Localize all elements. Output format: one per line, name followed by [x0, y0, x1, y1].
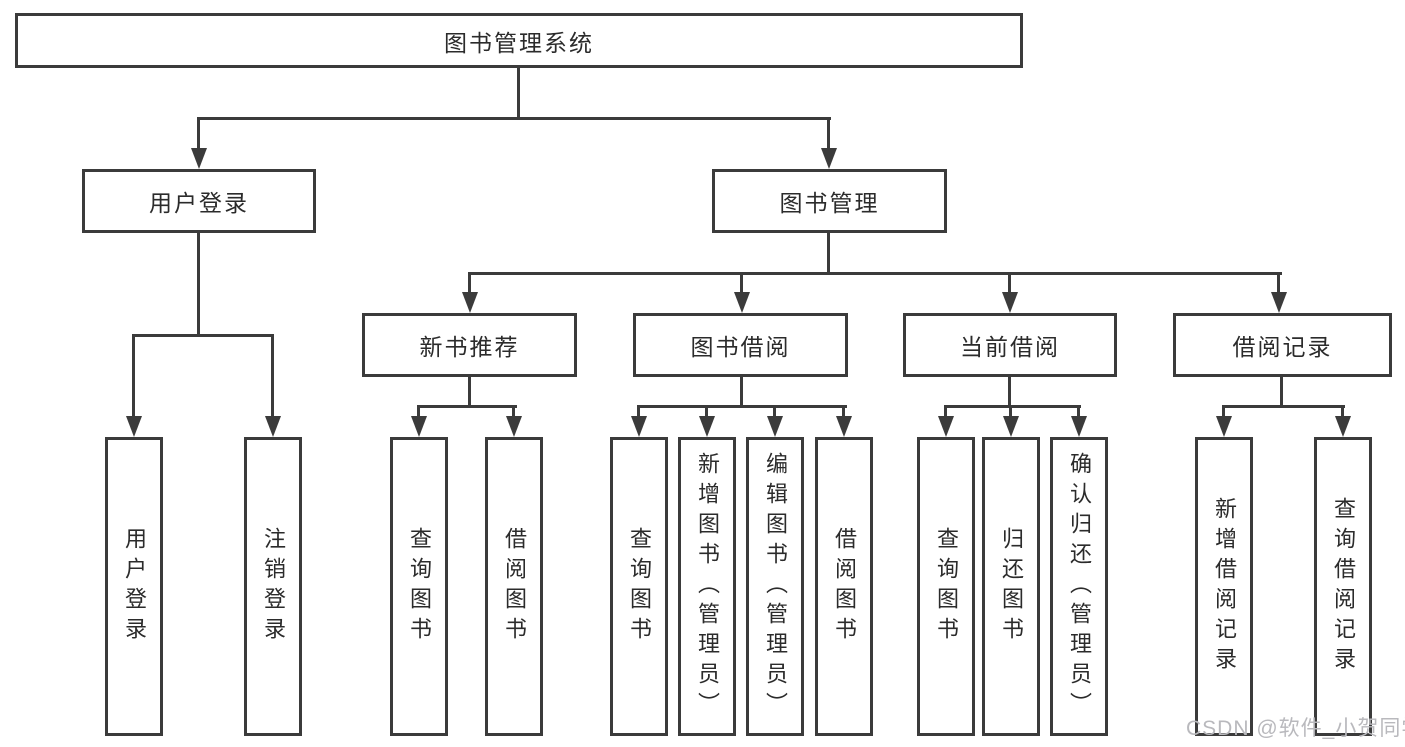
connector-recommend-bar: [417, 405, 517, 408]
connector-recommend-shaft-2: [512, 408, 515, 418]
connector-current-shaft-3: [1077, 408, 1080, 418]
leaf-borrow-edit-book-admin: 编辑图书（管理员）: [746, 437, 804, 736]
watermark: CSDN @软件_小贺同学: [1186, 717, 1405, 740]
arrow-down-icon: [1271, 292, 1287, 313]
connector-records-stem: [1280, 377, 1283, 408]
node-user-login: 用户登录: [82, 169, 316, 233]
connector-userlogin-stem: [197, 233, 200, 337]
node-borrow-records: 借阅记录: [1173, 313, 1392, 377]
arrow-down-icon: [938, 416, 954, 437]
connector-current-bar: [944, 405, 1081, 408]
arrow-down-icon: [734, 292, 750, 313]
leaf-current-return-book: 归还图书: [982, 437, 1040, 736]
connector-records-shaft-2: [1341, 408, 1344, 418]
leaf-records-add-record: 新增借阅记录: [1195, 437, 1253, 736]
connector-root-right-shaft: [827, 120, 830, 149]
arrow-down-icon: [506, 416, 522, 437]
arrow-down-icon: [1003, 416, 1019, 437]
connector-userlogin-shaft-1: [132, 337, 135, 417]
connector-root-left-shaft: [197, 120, 200, 149]
node-new-book-recommend: 新书推荐: [362, 313, 577, 377]
arrow-down-icon: [462, 292, 478, 313]
connector-current-shaft-2: [1009, 408, 1012, 418]
connector-bookmgmt-shaft-1: [468, 275, 471, 293]
arrow-down-icon: [1002, 292, 1018, 313]
arrow-down-icon: [191, 148, 207, 169]
connector-bookmgmt-bar: [468, 272, 1282, 275]
arrow-down-icon: [1216, 416, 1232, 437]
node-library-system: 图书管理系统: [15, 13, 1023, 68]
leaf-logout: 注销登录: [244, 437, 302, 736]
connector-userlogin-shaft-2: [271, 337, 274, 417]
connector-bookmgmt-stem: [827, 233, 830, 275]
connector-userlogin-bar: [132, 334, 274, 337]
arrow-down-icon: [767, 416, 783, 437]
connector-bookmgmt-shaft-2: [740, 275, 743, 293]
connector-borrow-shaft-4: [842, 408, 845, 418]
leaf-recommend-query-book: 查询图书: [390, 437, 448, 736]
leaf-borrow-borrow-book: 借阅图书: [815, 437, 873, 736]
connector-bookmgmt-shaft-4: [1277, 275, 1280, 293]
connector-borrow-shaft-2: [705, 408, 708, 418]
leaf-current-confirm-return-admin: 确认归还（管理员）: [1050, 437, 1108, 736]
node-book-borrow: 图书借阅: [633, 313, 848, 377]
arrow-down-icon: [836, 416, 852, 437]
connector-root-stem: [517, 68, 520, 120]
connector-records-shaft-1: [1222, 408, 1225, 418]
connector-current-shaft-1: [944, 408, 947, 418]
node-book-management: 图书管理: [712, 169, 947, 233]
arrow-down-icon: [265, 416, 281, 437]
connector-borrow-shaft-1: [637, 408, 640, 418]
leaf-borrow-add-book-admin: 新增图书（管理员）: [678, 437, 736, 736]
arrow-down-icon: [1335, 416, 1351, 437]
arrow-down-icon: [631, 416, 647, 437]
arrow-down-icon: [1071, 416, 1087, 437]
leaf-user-login: 用户登录: [105, 437, 163, 736]
arrow-down-icon: [821, 148, 837, 169]
connector-current-stem: [1008, 377, 1011, 408]
connector-recommend-stem: [468, 377, 471, 408]
leaf-records-query-record: 查询借阅记录: [1314, 437, 1372, 736]
arrow-down-icon: [699, 416, 715, 437]
leaf-current-query-book: 查询图书: [917, 437, 975, 736]
arrow-down-icon: [411, 416, 427, 437]
node-current-borrow: 当前借阅: [903, 313, 1117, 377]
connector-borrow-stem: [740, 377, 743, 408]
leaf-recommend-borrow-book: 借阅图书: [485, 437, 543, 736]
connector-borrow-shaft-3: [773, 408, 776, 418]
connector-records-bar: [1222, 405, 1345, 408]
leaf-borrow-query-book: 查询图书: [610, 437, 668, 736]
arrow-down-icon: [126, 416, 142, 437]
connector-recommend-shaft-1: [417, 408, 420, 418]
connector-root-bar: [197, 117, 831, 120]
connector-borrow-bar: [637, 405, 847, 408]
connector-bookmgmt-shaft-3: [1008, 275, 1011, 293]
